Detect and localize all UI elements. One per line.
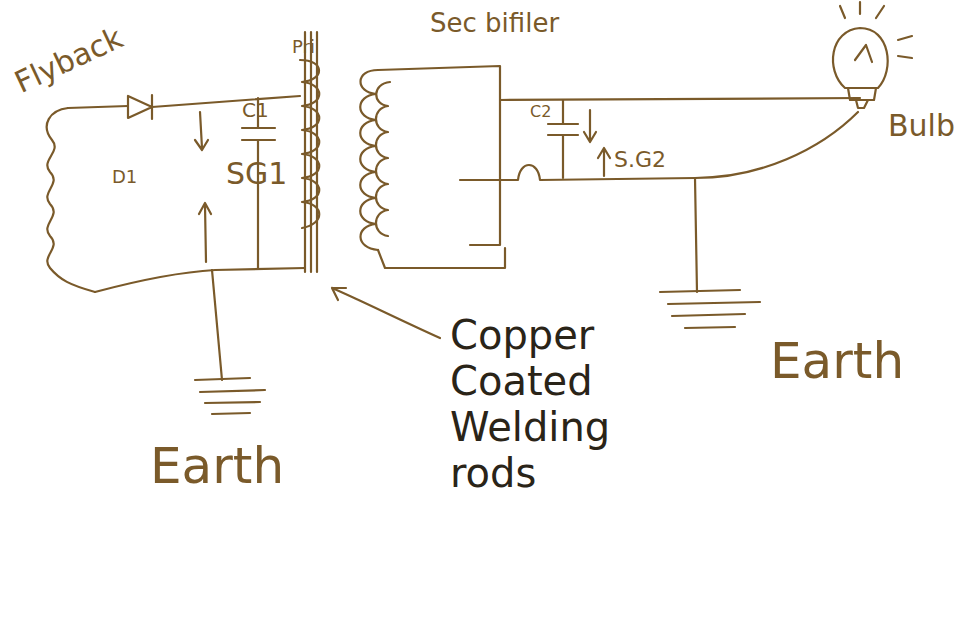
wire: [212, 270, 222, 380]
label-text: S.G2: [614, 148, 666, 171]
label-text: C2: [530, 104, 551, 121]
label-text: D1: [112, 168, 137, 187]
wire: [460, 112, 858, 180]
spark-gap-arrow: [584, 110, 596, 142]
ground-symbol: [195, 378, 265, 414]
label-text: Bulb: [888, 110, 955, 142]
wire: [378, 66, 505, 268]
label-text: Earth: [150, 440, 284, 493]
leader-arrow: [332, 288, 440, 338]
label-text: Earth: [770, 335, 904, 388]
spark-gap-arrow: [598, 148, 610, 176]
label-text: Copper Coated Welding rods: [450, 312, 660, 496]
label-text: Sec bifiler: [430, 10, 559, 37]
wire: [695, 178, 697, 292]
secondary-coil: [376, 82, 390, 236]
diode-symbol: [128, 95, 152, 119]
wire: [95, 268, 305, 292]
flyback-coil: [47, 108, 95, 292]
spark-gap-arrow: [195, 112, 208, 150]
label-text: C1: [242, 100, 269, 121]
capacitor-symbol: [548, 100, 578, 178]
bulb-symbol: [833, 2, 912, 108]
label-text: Flyback: [10, 22, 127, 99]
ground-symbol: [660, 290, 760, 328]
wire: [500, 98, 860, 100]
wire: [152, 96, 300, 107]
label-text: SG1: [226, 158, 287, 190]
wire: [68, 106, 128, 108]
welding-rod: [305, 32, 317, 272]
spark-gap-arrow: [199, 203, 211, 262]
label-text: Pri: [292, 38, 315, 57]
